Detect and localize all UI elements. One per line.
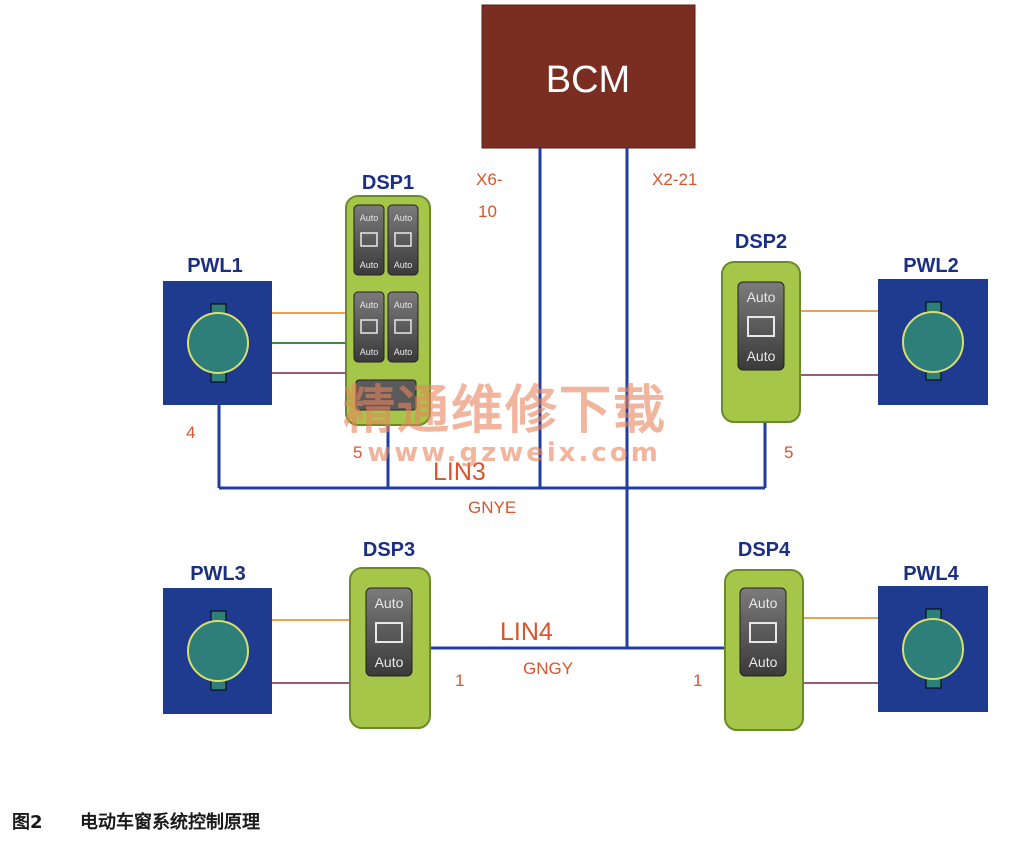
pwl2-label: PWL2	[903, 255, 959, 277]
dsp2-label: DSP2	[735, 231, 787, 253]
dsp4-window-button[interactable]: Auto Auto	[739, 587, 787, 677]
bcm-pin-right: X2-21	[652, 170, 697, 189]
dsp4-auto-top: Auto	[749, 595, 778, 611]
bcm-pin-left-1: X6-	[476, 170, 502, 189]
dsp1-button-front-left[interactable]: Auto Auto	[353, 204, 385, 276]
dsp1-auto-text: Auto	[394, 213, 413, 223]
pwl4-motor	[878, 586, 988, 712]
motor-wires	[272, 310, 878, 684]
pwl1-motor	[163, 281, 272, 405]
dsp1-button-front-right[interactable]: Auto Auto	[387, 204, 419, 276]
dsp2-auto-bottom: Auto	[747, 348, 776, 364]
dsp1-auto-text: Auto	[360, 213, 379, 223]
dsp3-switch-panel: Auto Auto	[349, 567, 431, 729]
pin-dsp4: 1	[693, 671, 702, 690]
pwl3-label: PWL3	[190, 563, 246, 585]
pwl4-label: PWL4	[903, 563, 959, 585]
dsp2-window-button[interactable]: Auto Auto	[737, 281, 785, 371]
dsp4-label: DSP4	[738, 539, 791, 561]
dsp3-window-button[interactable]: Auto Auto	[365, 587, 413, 677]
caption-figure-number: 图2	[12, 812, 43, 833]
pin-dsp2: 5	[784, 443, 793, 462]
dsp1-switch-panel: Auto Auto Auto Auto Auto Auto Auto Auto	[345, 195, 431, 426]
lin3-color-code: GNYE	[468, 498, 516, 517]
dsp1-button-rear-left[interactable]: Auto Auto	[353, 291, 385, 363]
bcm-module: BCM	[481, 4, 696, 149]
dsp1-auto-text: Auto	[394, 260, 413, 270]
dsp1-auto-text: Auto	[360, 300, 379, 310]
pwl3-motor	[163, 588, 272, 714]
dsp1-label: DSP1	[362, 172, 414, 194]
pin-dsp1: 5	[353, 443, 362, 462]
pwl1-label: PWL1	[187, 255, 243, 277]
dsp3-auto-top: Auto	[375, 595, 404, 611]
pin-pwl1: 4	[186, 423, 195, 442]
dsp1-button-rear-right[interactable]: Auto Auto	[387, 291, 419, 363]
dsp2-auto-top: Auto	[747, 289, 776, 305]
pwl2-motor	[878, 279, 988, 405]
lin4-color-code: GNGY	[523, 659, 573, 678]
wire-bus	[217, 148, 767, 650]
lin4-label: LIN4	[500, 618, 553, 646]
dsp1-auto-text: Auto	[394, 300, 413, 310]
dsp4-auto-bottom: Auto	[749, 654, 778, 670]
dsp2-switch-panel: Auto Auto	[721, 261, 801, 423]
pin-dsp3: 1	[455, 671, 464, 690]
bcm-label: BCM	[546, 59, 630, 101]
dsp3-auto-bottom: Auto	[375, 654, 404, 670]
dsp1-lock-button[interactable]	[355, 379, 417, 411]
watermark-cn: 精通维修下载	[343, 381, 667, 441]
dsp4-switch-panel: Auto Auto	[724, 569, 804, 731]
dsp1-auto-text: Auto	[360, 347, 379, 357]
lin3-label: LIN3	[433, 458, 486, 486]
dsp1-auto-text: Auto	[360, 260, 379, 270]
watermark-url: www.gzweix.com	[367, 438, 661, 468]
dsp3-label: DSP3	[363, 539, 415, 561]
caption-text: 电动车窗系统控制原理	[80, 811, 260, 833]
bcm-pin-left-2: 10	[478, 202, 497, 221]
dsp1-auto-text: Auto	[394, 347, 413, 357]
